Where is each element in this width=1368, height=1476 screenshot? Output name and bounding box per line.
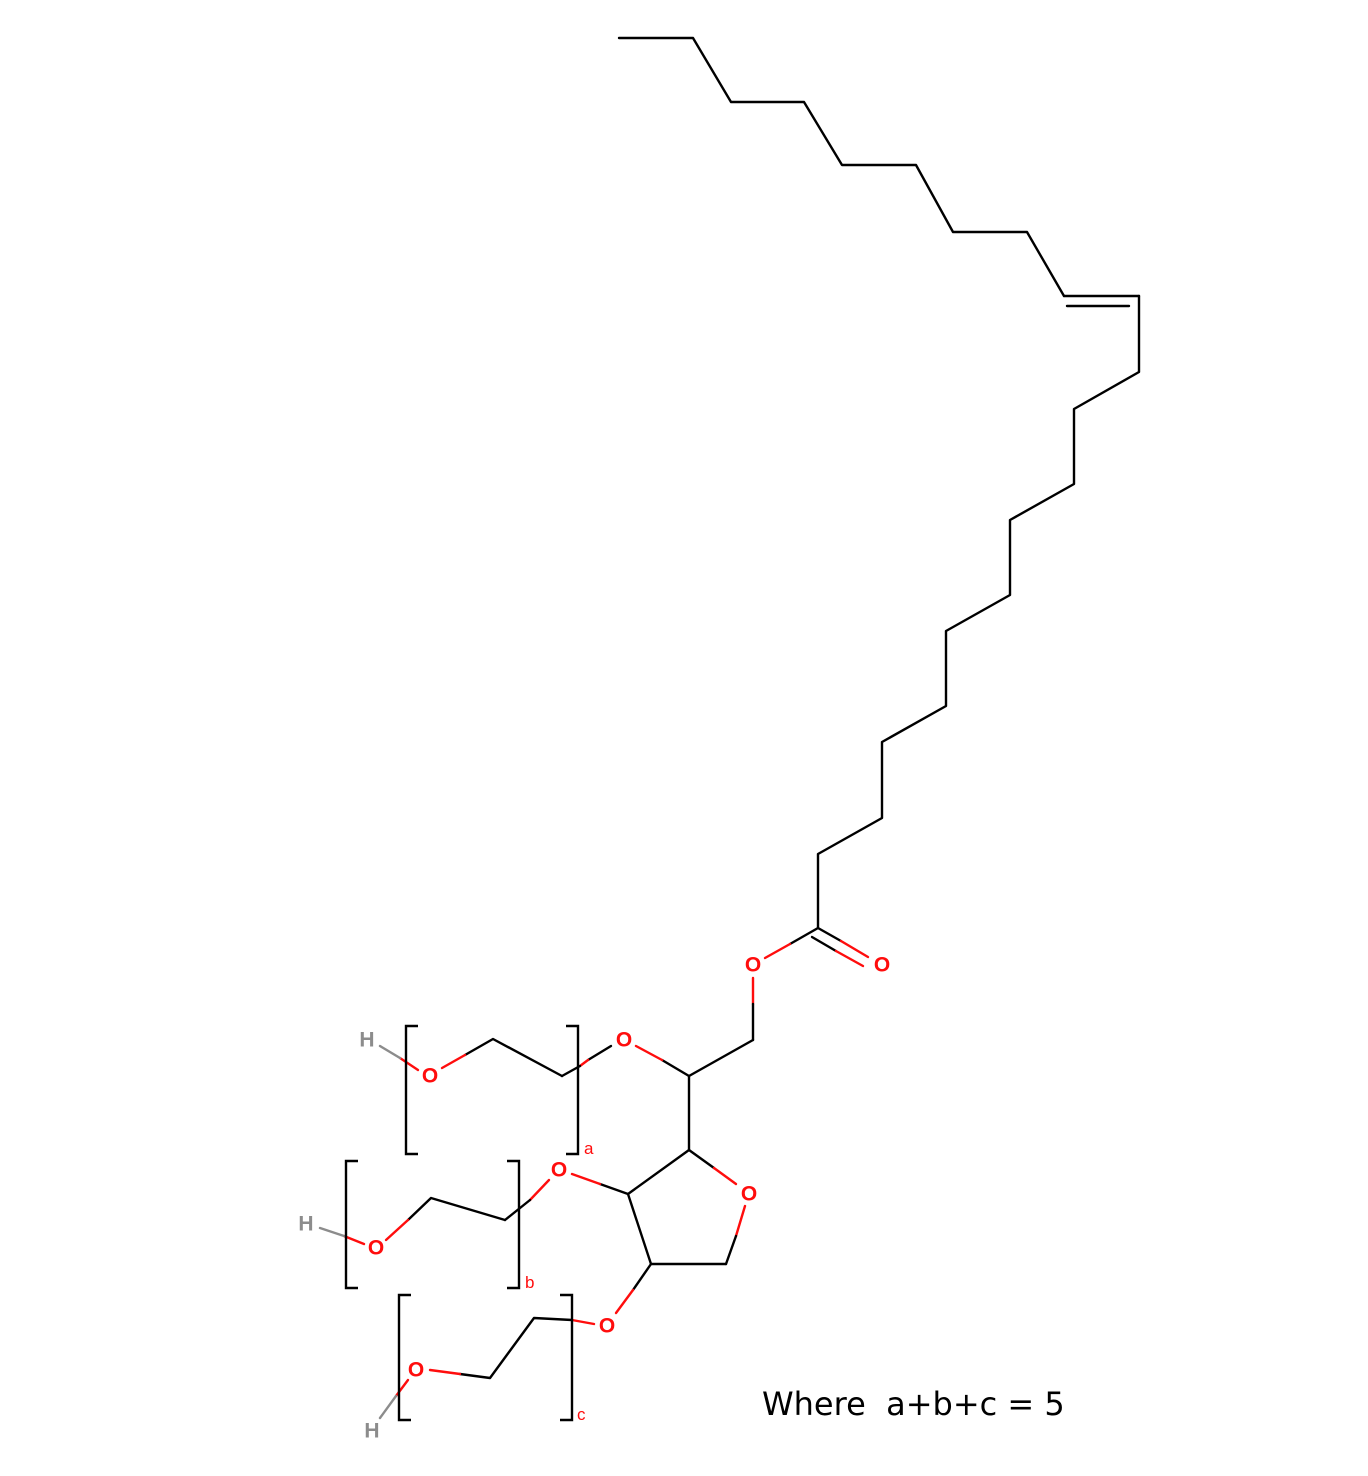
bracket-c-left — [397, 1293, 411, 1422]
repeat-subscript-a: a — [584, 1139, 594, 1158]
bracket-a-left — [404, 1024, 418, 1156]
alkyl-chain-lower — [816, 294, 1141, 930]
peg-c-bond-h-grey — [378, 1394, 398, 1420]
ester-oxygen-label: O — [745, 954, 761, 977]
ether-oxygen-c-label: O — [599, 1315, 615, 1338]
peg-b-bond-h — [342, 1234, 366, 1246]
ring-oxygen-label: O — [741, 1183, 757, 1206]
ch-o-bond — [660, 1058, 691, 1078]
peg-c-hydrogen-label: H — [364, 1420, 379, 1443]
peg-b-bond-h-grey — [318, 1226, 346, 1238]
repeat-subscript-b: b — [525, 1273, 534, 1292]
peg-c-bond-1-red — [570, 1318, 596, 1326]
ring-ob-bond-red — [570, 1172, 602, 1186]
ch2-ch-bond — [687, 1038, 755, 1078]
bracket-c-right — [560, 1293, 574, 1422]
ring-bond-1-red — [712, 1166, 738, 1186]
peg-b-chain — [406, 1196, 507, 1222]
carbonyl-oxygen-label: O — [874, 954, 890, 977]
peg-a-bond-1 — [586, 1044, 613, 1062]
alkyl-chain-upper — [617, 36, 1066, 298]
peg-b-bond-o — [384, 1218, 410, 1242]
ring-bond-2-red — [734, 1204, 747, 1238]
ch-o-bond-red — [634, 1044, 664, 1062]
ring-oc-bond — [631, 1262, 653, 1292]
carbonyl-bond-2-red — [834, 949, 865, 968]
ring-oc-bond-red — [614, 1288, 635, 1315]
peg-c-oxygen-label: O — [408, 1359, 424, 1382]
peg-a-bond-h-grey — [378, 1044, 402, 1060]
ester-bond-o — [763, 942, 792, 960]
composition-caption: Where a+b+c = 5 — [762, 1385, 1065, 1423]
ring-bond-2 — [724, 1234, 738, 1266]
peg-b-oxygen-label: O — [368, 1237, 384, 1260]
peg-c-bond-o — [428, 1368, 462, 1376]
carbonyl-bond-1-red — [839, 939, 870, 959]
peg-b-bond-1 — [503, 1198, 532, 1222]
ether-oxygen-b-label: O — [551, 1159, 567, 1182]
bracket-b-left — [344, 1159, 358, 1290]
repeat-subscript-c: c — [577, 1405, 586, 1424]
ring-bond-1 — [687, 1148, 716, 1170]
peg-a-hydrogen-label: H — [359, 1029, 374, 1052]
peg-a-bond-o — [440, 1053, 467, 1070]
peg-c-chain — [458, 1316, 574, 1380]
carbonyl-bond-1 — [816, 926, 843, 943]
peg-b-hydrogen-label: H — [298, 1213, 313, 1236]
ring-ob-bond — [598, 1182, 630, 1196]
ring-bond-4 — [626, 1192, 653, 1266]
ester-bond-c — [788, 926, 820, 946]
peg-b-bond-1-red — [528, 1178, 551, 1202]
peg-a-chain — [463, 1037, 564, 1078]
peg-a-bond-1-red — [578, 1058, 590, 1068]
bracket-b-right — [507, 1159, 521, 1290]
ether-oxygen-a-label: O — [616, 1029, 632, 1052]
carbonyl-bond-2 — [810, 935, 838, 953]
peg-a-bond-h — [398, 1056, 420, 1072]
bracket-a-right — [566, 1024, 580, 1156]
ring-bond-5 — [626, 1148, 691, 1196]
peg-a-oxygen-label: O — [422, 1065, 438, 1088]
